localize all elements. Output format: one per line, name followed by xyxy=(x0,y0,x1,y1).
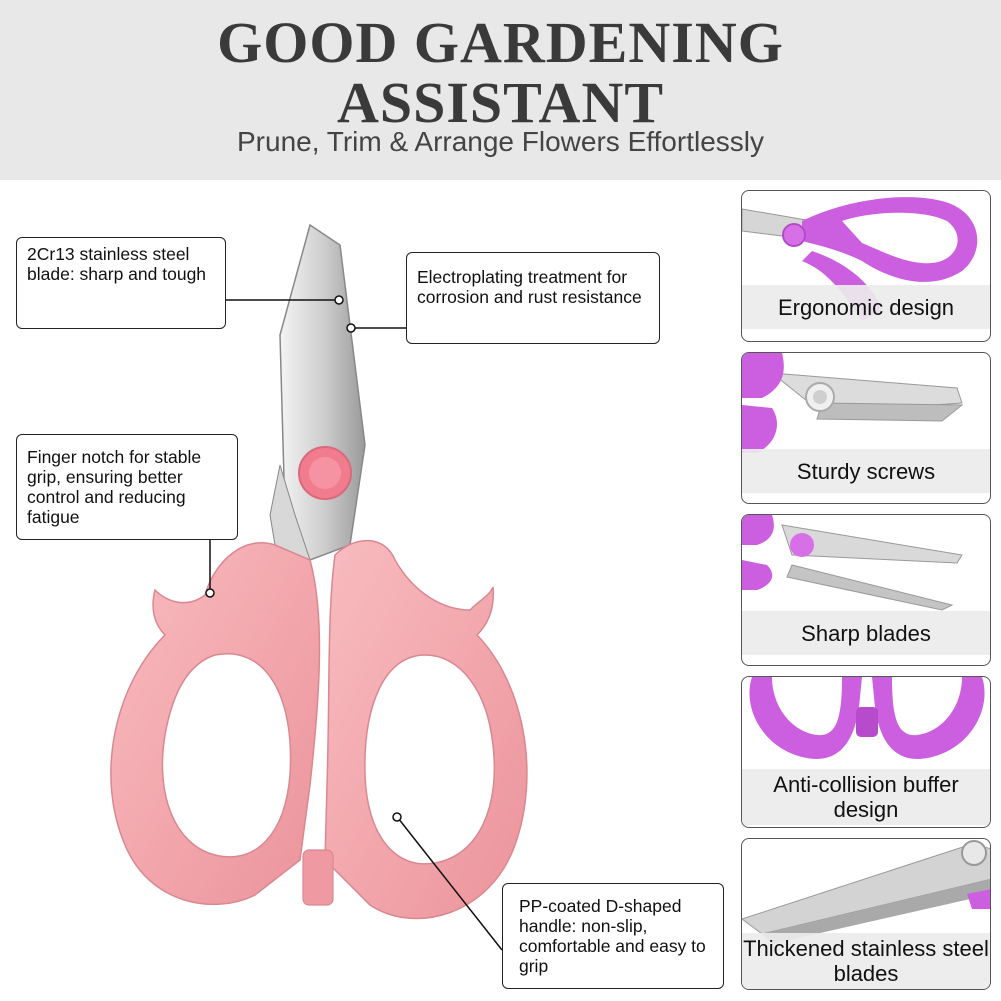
feature-label: Sharp blades xyxy=(742,611,990,655)
feature-label: Sturdy screws xyxy=(742,449,990,493)
subtitle: Prune, Trim & Arrange Flowers Effortless… xyxy=(237,126,764,157)
ergonomic-handle-image xyxy=(742,197,978,321)
title-line-1: GOOD GARDENING xyxy=(217,10,784,75)
sturdy-screws-image xyxy=(742,353,964,453)
callout-blade-text: 2Cr13 stainless steel blade: sharp and t… xyxy=(27,244,207,284)
sharp-blades-image xyxy=(742,515,963,611)
feature-label: Thickened stainless steel blades xyxy=(742,933,990,989)
callout-handle: PP-coated D-shaped handle: non-slip, com… xyxy=(502,883,724,989)
feature-sturdy-screws: Sturdy screws xyxy=(741,352,991,504)
callout-finger-notch-text: Finger notch for stable grip, ensuring b… xyxy=(27,447,202,527)
feature-sharp-blades: Sharp blades xyxy=(741,514,991,666)
callout-handle-text: PP-coated D-shaped handle: non-slip, com… xyxy=(519,896,706,976)
callout-electroplating-text: Electroplating treatment for corrosion a… xyxy=(417,267,642,307)
callout-blade: 2Cr13 stainless steel blade: sharp and t… xyxy=(16,237,226,329)
feature-label: Anti-collision buffer design xyxy=(742,769,990,825)
header-banner: GOOD GARDENING ASSISTANT Prune, Trim & A… xyxy=(0,0,1001,180)
feature-ergonomic-design: Ergonomic design xyxy=(741,190,991,342)
title-line-2: ASSISTANT xyxy=(336,70,665,135)
feature-thickened-blades: Thickened stainless steel blades xyxy=(741,838,991,990)
feature-label: Ergonomic design xyxy=(742,285,990,329)
pink-scissors-image xyxy=(110,223,528,920)
anti-collision-buffer-image xyxy=(749,677,985,759)
callout-finger-notch: Finger notch for stable grip, ensuring b… xyxy=(16,434,238,540)
feature-anti-collision: Anti-collision buffer design xyxy=(741,676,991,828)
thickened-blades-image xyxy=(742,840,990,944)
callout-electroplating: Electroplating treatment for corrosion a… xyxy=(406,252,660,344)
